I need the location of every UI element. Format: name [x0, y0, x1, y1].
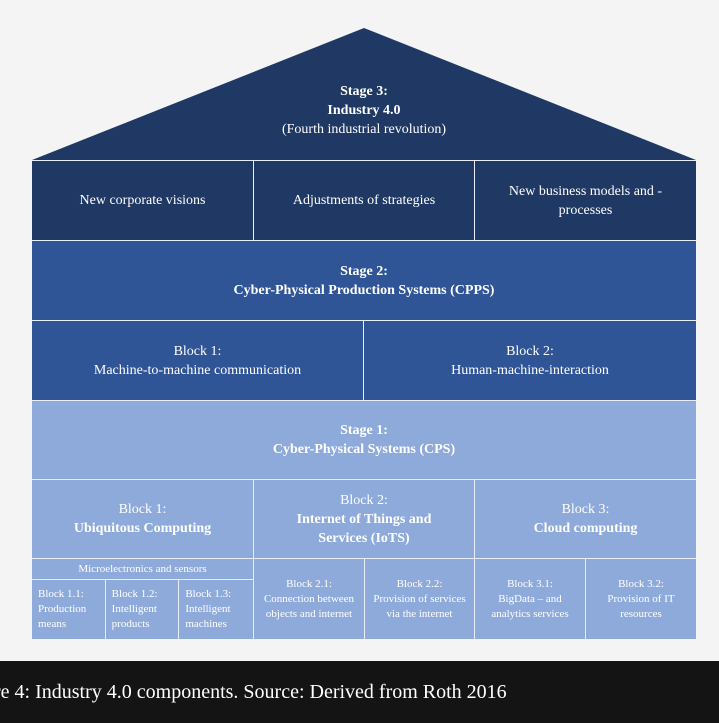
stage2-block: Block 2: Human-machine-interaction [364, 321, 696, 400]
stage1-subblock: Block 3.1: BigData – and analytics servi… [475, 559, 586, 639]
figure-caption: re 4: Industry 4.0 components. Source: D… [0, 661, 719, 723]
stage1-block-title: Block 1: [118, 502, 167, 517]
subblock-title: Block 2.1: [286, 577, 332, 590]
subblock-title: Block 1.1: [38, 588, 84, 600]
roof-shape [32, 28, 696, 160]
stage1-block-name: Internet of Things and Services (IoTS) [296, 511, 432, 546]
stage1-block-name: Ubiquitous Computing [73, 521, 212, 536]
stage1-subblock: Block 2.1: Connection between objects an… [254, 559, 365, 639]
stage1-block: Block 3: Cloud computing [475, 480, 696, 558]
stage1-blocks-row: Block 1: Ubiquitous Computing Block 2: I… [32, 479, 696, 558]
caption-text: re 4: Industry 4.0 components. Source: D… [0, 681, 507, 703]
stage2-name: Cyber-Physical Production Systems (CPPS) [233, 282, 495, 298]
ubiquitous-computing-subgroup: Microelectronics and sensors Block 1.1: … [32, 559, 254, 639]
subblock-text: Connection between objects and internet [263, 592, 355, 620]
stage1-name: Cyber-Physical Systems (CPS) [272, 442, 456, 457]
stage1-block-title: Block 3: [561, 502, 610, 517]
subblock-text: Intelligent machines [185, 603, 231, 630]
stage3-name: Industry 4.0 [327, 103, 401, 118]
stage2-blocks-row: Block 1: Machine-to-machine communicatio… [32, 320, 696, 400]
subblock-text: Provision of services via the internet [373, 592, 466, 620]
stage1-subblock: Block 2.2: Provision of services via the… [365, 559, 475, 639]
stage2-block-name: Human-machine-interaction [451, 362, 609, 378]
stage3-title: Stage 3: [340, 84, 388, 99]
stage3-items-row: New corporate visions Adjustments of str… [32, 160, 696, 240]
stage2-block-title: Block 2: [506, 343, 554, 359]
stage3-subtitle: (Fourth industrial revolution) [281, 122, 447, 137]
microelectronics-label: Microelectronics and sensors [32, 559, 253, 580]
subblock-title: Block 3.2: [618, 577, 664, 590]
subblock-title: Block 1.3: [185, 588, 232, 600]
stage1-header-row: Stage 1: Cyber-Physical Systems (CPS) [32, 400, 696, 479]
stage3-item: Adjustments of strategies [254, 161, 475, 240]
stage1-subblock: Block 1.2: Intelligent products [105, 580, 180, 639]
stage3-item: New business models and - processes [475, 161, 696, 240]
stage2-title: Stage 2: [340, 263, 388, 279]
stage1-block-name: Cloud computing [533, 521, 638, 536]
stage2-header-row: Stage 2: Cyber-Physical Production Syste… [32, 240, 696, 320]
stage1-subblock: Block 3.2: Provision of IT resources [586, 559, 696, 639]
stage2-block: Block 1: Machine-to-machine communicatio… [32, 321, 364, 400]
subblock-text: Production means [38, 603, 87, 630]
subblock-title: Block 2.2: [396, 577, 443, 590]
subblock-text: BigData – and analytics services [491, 592, 569, 620]
subblock-title: Block 3.1: [507, 577, 553, 590]
ubiquitous-subblocks: Block 1.1: Production means Block 1.2: I… [32, 580, 253, 639]
stage1-block: Block 1: Ubiquitous Computing [32, 480, 254, 558]
stage1-subblocks-row: Microelectronics and sensors Block 1.1: … [32, 558, 696, 639]
stage2-header: Stage 2: Cyber-Physical Production Syste… [32, 241, 696, 320]
stage3-item: New corporate visions [32, 161, 254, 240]
stage2-block-name: Machine-to-machine communication [93, 362, 302, 378]
stage1-title: Stage 1: [340, 423, 388, 438]
subblock-text: Intelligent products [111, 603, 157, 630]
stage2-block-title: Block 1: [173, 343, 222, 359]
subblock-text: Provision of IT resources [607, 592, 675, 620]
stage1-block-title: Block 2: [340, 492, 388, 508]
stage1-block: Block 2: Internet of Things and Services… [254, 480, 475, 558]
stage1-subblock: Block 1.3: Intelligent machines [179, 580, 253, 639]
stage3-header: Stage 3: Industry 4.0 (Fourth industrial… [32, 82, 696, 139]
industry-4-house-diagram: Stage 3: Industry 4.0 (Fourth industrial… [32, 0, 696, 639]
stage1-header: Stage 1: Cyber-Physical Systems (CPS) [32, 401, 696, 479]
stage1-subblock: Block 1.1: Production means [32, 580, 106, 639]
subblock-title: Block 1.2: [111, 588, 158, 600]
